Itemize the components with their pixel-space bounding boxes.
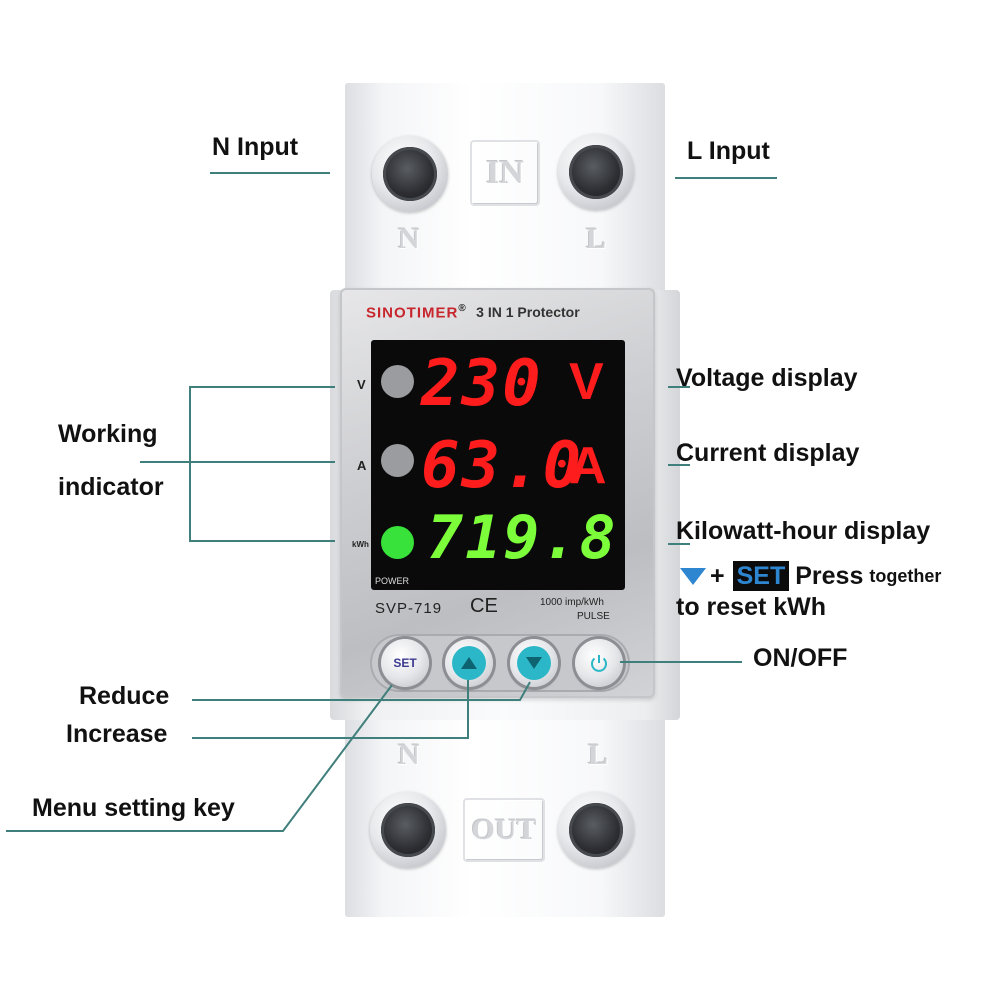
power-icon	[591, 655, 607, 672]
triangle-down-icon	[680, 568, 706, 585]
current-unit: A	[569, 437, 607, 495]
reset-press: Press	[795, 561, 864, 590]
l-output-terminal	[558, 792, 634, 868]
terminal-l-bottom-label: L	[588, 738, 609, 771]
reset-set-badge: SET	[732, 561, 790, 591]
pulse-label: PULSE	[577, 611, 610, 622]
registered-mark: ®	[458, 303, 466, 314]
side-label-kwh: kWh	[352, 540, 369, 549]
l-input-label: L Input	[687, 137, 770, 165]
ce-mark: CE	[470, 595, 498, 617]
set-button[interactable]: SET	[381, 639, 429, 687]
reset-together: together	[869, 565, 942, 586]
reduce-button[interactable]	[510, 639, 558, 687]
model-number: SVP-719	[375, 600, 443, 617]
power-button-face	[582, 646, 616, 680]
out-embossed-label: OUT	[463, 798, 545, 862]
working-indicator-label-line1: Working	[58, 420, 158, 448]
increase-button-face	[452, 646, 486, 680]
triangle-down-icon	[526, 657, 542, 669]
current-indicator-led	[381, 444, 414, 477]
reset-kwh-label: to reset kWh	[676, 593, 827, 621]
current-reading: 63.0	[421, 429, 584, 503]
terminal-l-top-label: L	[586, 222, 607, 255]
increase-label: Increase	[66, 720, 168, 748]
in-embossed-label: IN	[470, 140, 540, 206]
product-subtitle: 3 IN 1 Protector	[476, 304, 580, 321]
power-label: POWER	[375, 576, 410, 586]
l-input-terminal	[558, 134, 634, 210]
led-display: 230 V 63.0 A 719.8 POWER	[371, 340, 625, 590]
reduce-button-face	[517, 646, 551, 680]
on-off-label: ON/OFF	[753, 644, 848, 672]
voltage-reading: 230	[421, 347, 543, 421]
energy-reading: 719.8	[427, 503, 618, 573]
n-output-terminal	[370, 792, 446, 868]
screw-icon	[569, 803, 623, 857]
reduce-label: Reduce	[79, 682, 170, 710]
reset-instruction: + SET Press together	[678, 560, 1000, 592]
kwh-display-label: Kilowatt-hour display	[676, 517, 931, 545]
voltage-unit: V	[569, 353, 604, 411]
voltage-display-label: Voltage display	[676, 364, 858, 392]
screw-icon	[383, 147, 437, 201]
screw-icon	[381, 803, 435, 857]
menu-setting-key-label: Menu setting key	[32, 794, 235, 822]
working-indicator-label-line2: indicator	[58, 473, 164, 501]
power-button[interactable]	[575, 639, 623, 687]
energy-indicator-led	[381, 526, 414, 559]
reset-plus: +	[710, 561, 725, 590]
side-label-v: V	[357, 377, 366, 392]
terminal-n-bottom-label: N	[398, 738, 420, 771]
triangle-up-icon	[461, 657, 477, 669]
voltage-indicator-led	[381, 365, 414, 398]
increase-button[interactable]	[445, 639, 493, 687]
set-button-face: SET	[388, 646, 422, 680]
screw-icon	[569, 145, 623, 199]
brand-name: SINOTIMER	[366, 304, 459, 322]
brand-header: SINOTIMER® 3 IN 1 Protector	[366, 303, 636, 327]
pulse-spec: 1000 imp/kWh	[540, 597, 604, 608]
set-button-label: SET	[393, 656, 417, 670]
terminal-n-top-label: N	[398, 222, 420, 255]
side-label-a: A	[357, 458, 367, 473]
n-input-label: N Input	[212, 133, 299, 161]
n-input-terminal	[372, 136, 448, 212]
current-display-label: Current display	[676, 439, 860, 467]
working-indicator-bracket	[189, 386, 335, 542]
